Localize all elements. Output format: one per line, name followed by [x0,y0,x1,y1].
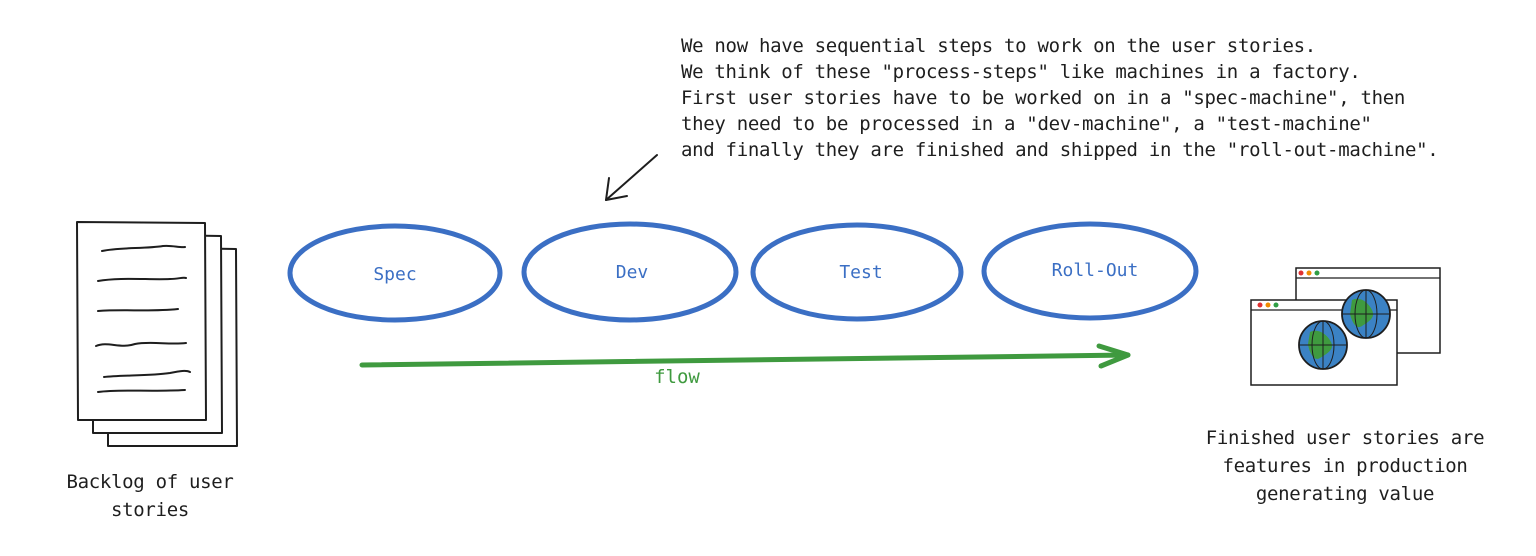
backlog-caption: Backlog of user stories [30,468,270,524]
document-stack-icon [76,221,238,447]
annotation-line: they need to be processed in a "dev-mach… [681,113,1372,135]
globe-icon [1341,289,1391,339]
annotation-line: We think of these "process-steps" like m… [681,61,1361,83]
process-steps [287,221,1199,323]
annotation-line: and finally they are finished and shippe… [681,139,1439,161]
annotation-text: We now have sequential steps to work on … [681,33,1441,163]
browser-windows-globe-icon [1250,267,1441,386]
step-dev-shape [521,221,739,323]
caption-line: features in production [1222,455,1468,477]
caption-line: generating value [1255,483,1435,505]
caption-line: Backlog of user [66,471,234,493]
globe-icon [1298,320,1348,370]
step-spec-label: Spec [373,264,416,285]
step-rollout-label: Roll-Out [1052,260,1139,281]
step-dev-label: Dev [616,262,649,283]
step-test-label: Test [839,262,882,283]
annotation-arrow [605,154,658,201]
caption-line: stories [111,499,189,521]
step-test-shape [750,222,964,322]
step-spec-shape [287,223,503,323]
flow-label: flow [654,366,700,388]
caption-line: Finished user stories are [1205,427,1485,449]
annotation-line: We now have sequential steps to work on … [681,35,1316,57]
step-rollout-shape [981,221,1199,321]
flow-arrow [359,343,1131,369]
annotation-line: First user stories have to be worked on … [681,87,1406,109]
finished-caption: Finished user stories are features in pr… [1185,424,1505,508]
